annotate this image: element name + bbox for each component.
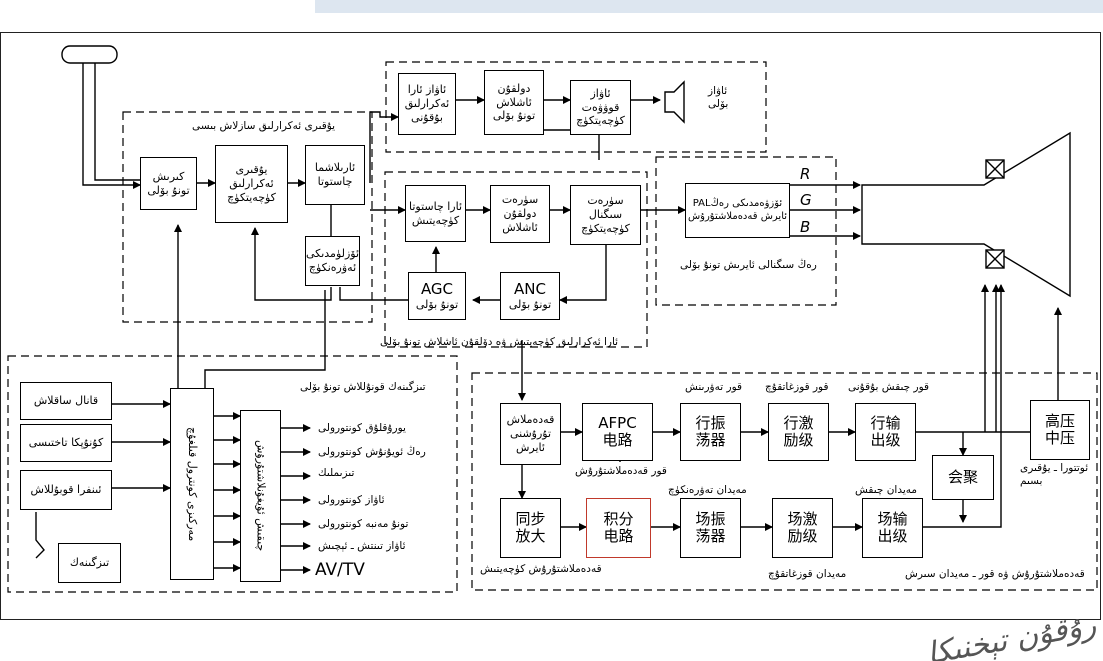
afpc-label: قور قەدەملاشتۇرۇش (575, 465, 667, 477)
interface-block: چىقىش ئۇيغۇنلاشتۇرۇش (240, 410, 281, 582)
h-out-label: قور چىقش بۇقۇنى (848, 381, 930, 393)
speaker-icon (664, 80, 685, 124)
v-drive-label: مەيدان قوزغاتقۇچ (768, 568, 847, 580)
v-out-label: مەيدان چىقش (855, 484, 918, 496)
control-item-6: ئاۋاز تىنتش ـ ئېچىش (318, 540, 406, 552)
control-item-5: تونۇ مەنبە كونتورولى (318, 518, 409, 530)
agc-subtitle: تونۇ بۆلى (415, 297, 459, 311)
h-osc-label: قور تەۋرىنش (685, 381, 743, 393)
h-oscillator-block: 行振荡器 (680, 403, 741, 461)
control-item-2: رەڭ ئويۇنۇش كونتورولى (318, 446, 426, 458)
section-rgb-outline (655, 156, 837, 306)
v-osc-label: مەيدان تەۋرەنكۈچ (668, 484, 747, 496)
h-driver-block: 行激励级 (768, 403, 829, 461)
anc-title: ANC (514, 279, 546, 298)
crt-outline (861, 131, 1071, 298)
mcu-block: مەركىزى كونترول قىلغۇچ (170, 388, 214, 580)
convergence-block: 会聚 (932, 455, 994, 500)
ir-receiver-block: ئىنفرا قوبۇللاش (20, 470, 112, 510)
v-output-block: 场输出级 (862, 498, 923, 558)
section-scan-outline (471, 372, 1098, 591)
video-section-title: ئارا ئەكرارلىق كۈچەيتىش ۋە دۆلقۇن ئاشلاش… (380, 336, 619, 348)
section-control-outline (7, 355, 458, 593)
sync-amp-label: قەدەملاشتۇرۇش كۈچەيتىش (480, 563, 602, 575)
diagram-frame (0, 32, 1101, 620)
label-r: R (800, 165, 811, 183)
agc-block: AGC تونۇ بۆلى (408, 272, 466, 320)
antenna (61, 45, 118, 64)
anc-block: ANC تونۇ بۆلى (500, 272, 560, 320)
remote-block: تىزگىنەك (58, 543, 121, 583)
h-output-block: 行输出级 (855, 403, 916, 461)
label-g: G (800, 191, 812, 209)
scan-section-title: قەدەملاشتۇرۇش ۋە قور ـ مەيدان سىرش (905, 568, 1085, 580)
channel-memory-block: قانال ساقلاش (20, 382, 112, 420)
label-b: B (800, 218, 811, 236)
control-item-3: تىزىملىك (318, 467, 355, 479)
sync-amp-block: 同步放大 (500, 498, 561, 558)
anc-subtitle: تونۇ بۆلى (508, 297, 552, 311)
rgb-section-title: رەڭ سىگنالى ئايرىش تونۇ بۆلى (680, 259, 817, 271)
agc-title: AGC (420, 279, 454, 298)
v-driver-block: 场激励级 (772, 498, 833, 558)
hv-block: 高压中压 (1030, 400, 1090, 460)
h-drive-label: قور قوزغاتقۇچ (765, 381, 829, 393)
section-audio-outline (385, 61, 767, 153)
v-oscillator-block: 场振荡器 (680, 498, 741, 558)
control-section-title: تىزگىنەك قونۇللاش تونۇ بۆلى (300, 381, 426, 393)
section-video-outline (384, 171, 648, 348)
section-if-outline (122, 111, 373, 323)
control-item-avtv: AV/TV (315, 560, 365, 580)
control-item-1: يورۇقلۇق كونتورولى (318, 422, 406, 434)
keypad-block: كۇنۇپكا تاختىسى (20, 424, 112, 462)
control-item-4: ئاۋاز كونتورولى (318, 494, 385, 506)
integrator-block: 积分电路 (586, 498, 651, 558)
if-section-title: يۇقىرى ئەكرارلىق سازلاش بىسى (192, 120, 336, 132)
top-banner (315, 0, 1103, 13)
